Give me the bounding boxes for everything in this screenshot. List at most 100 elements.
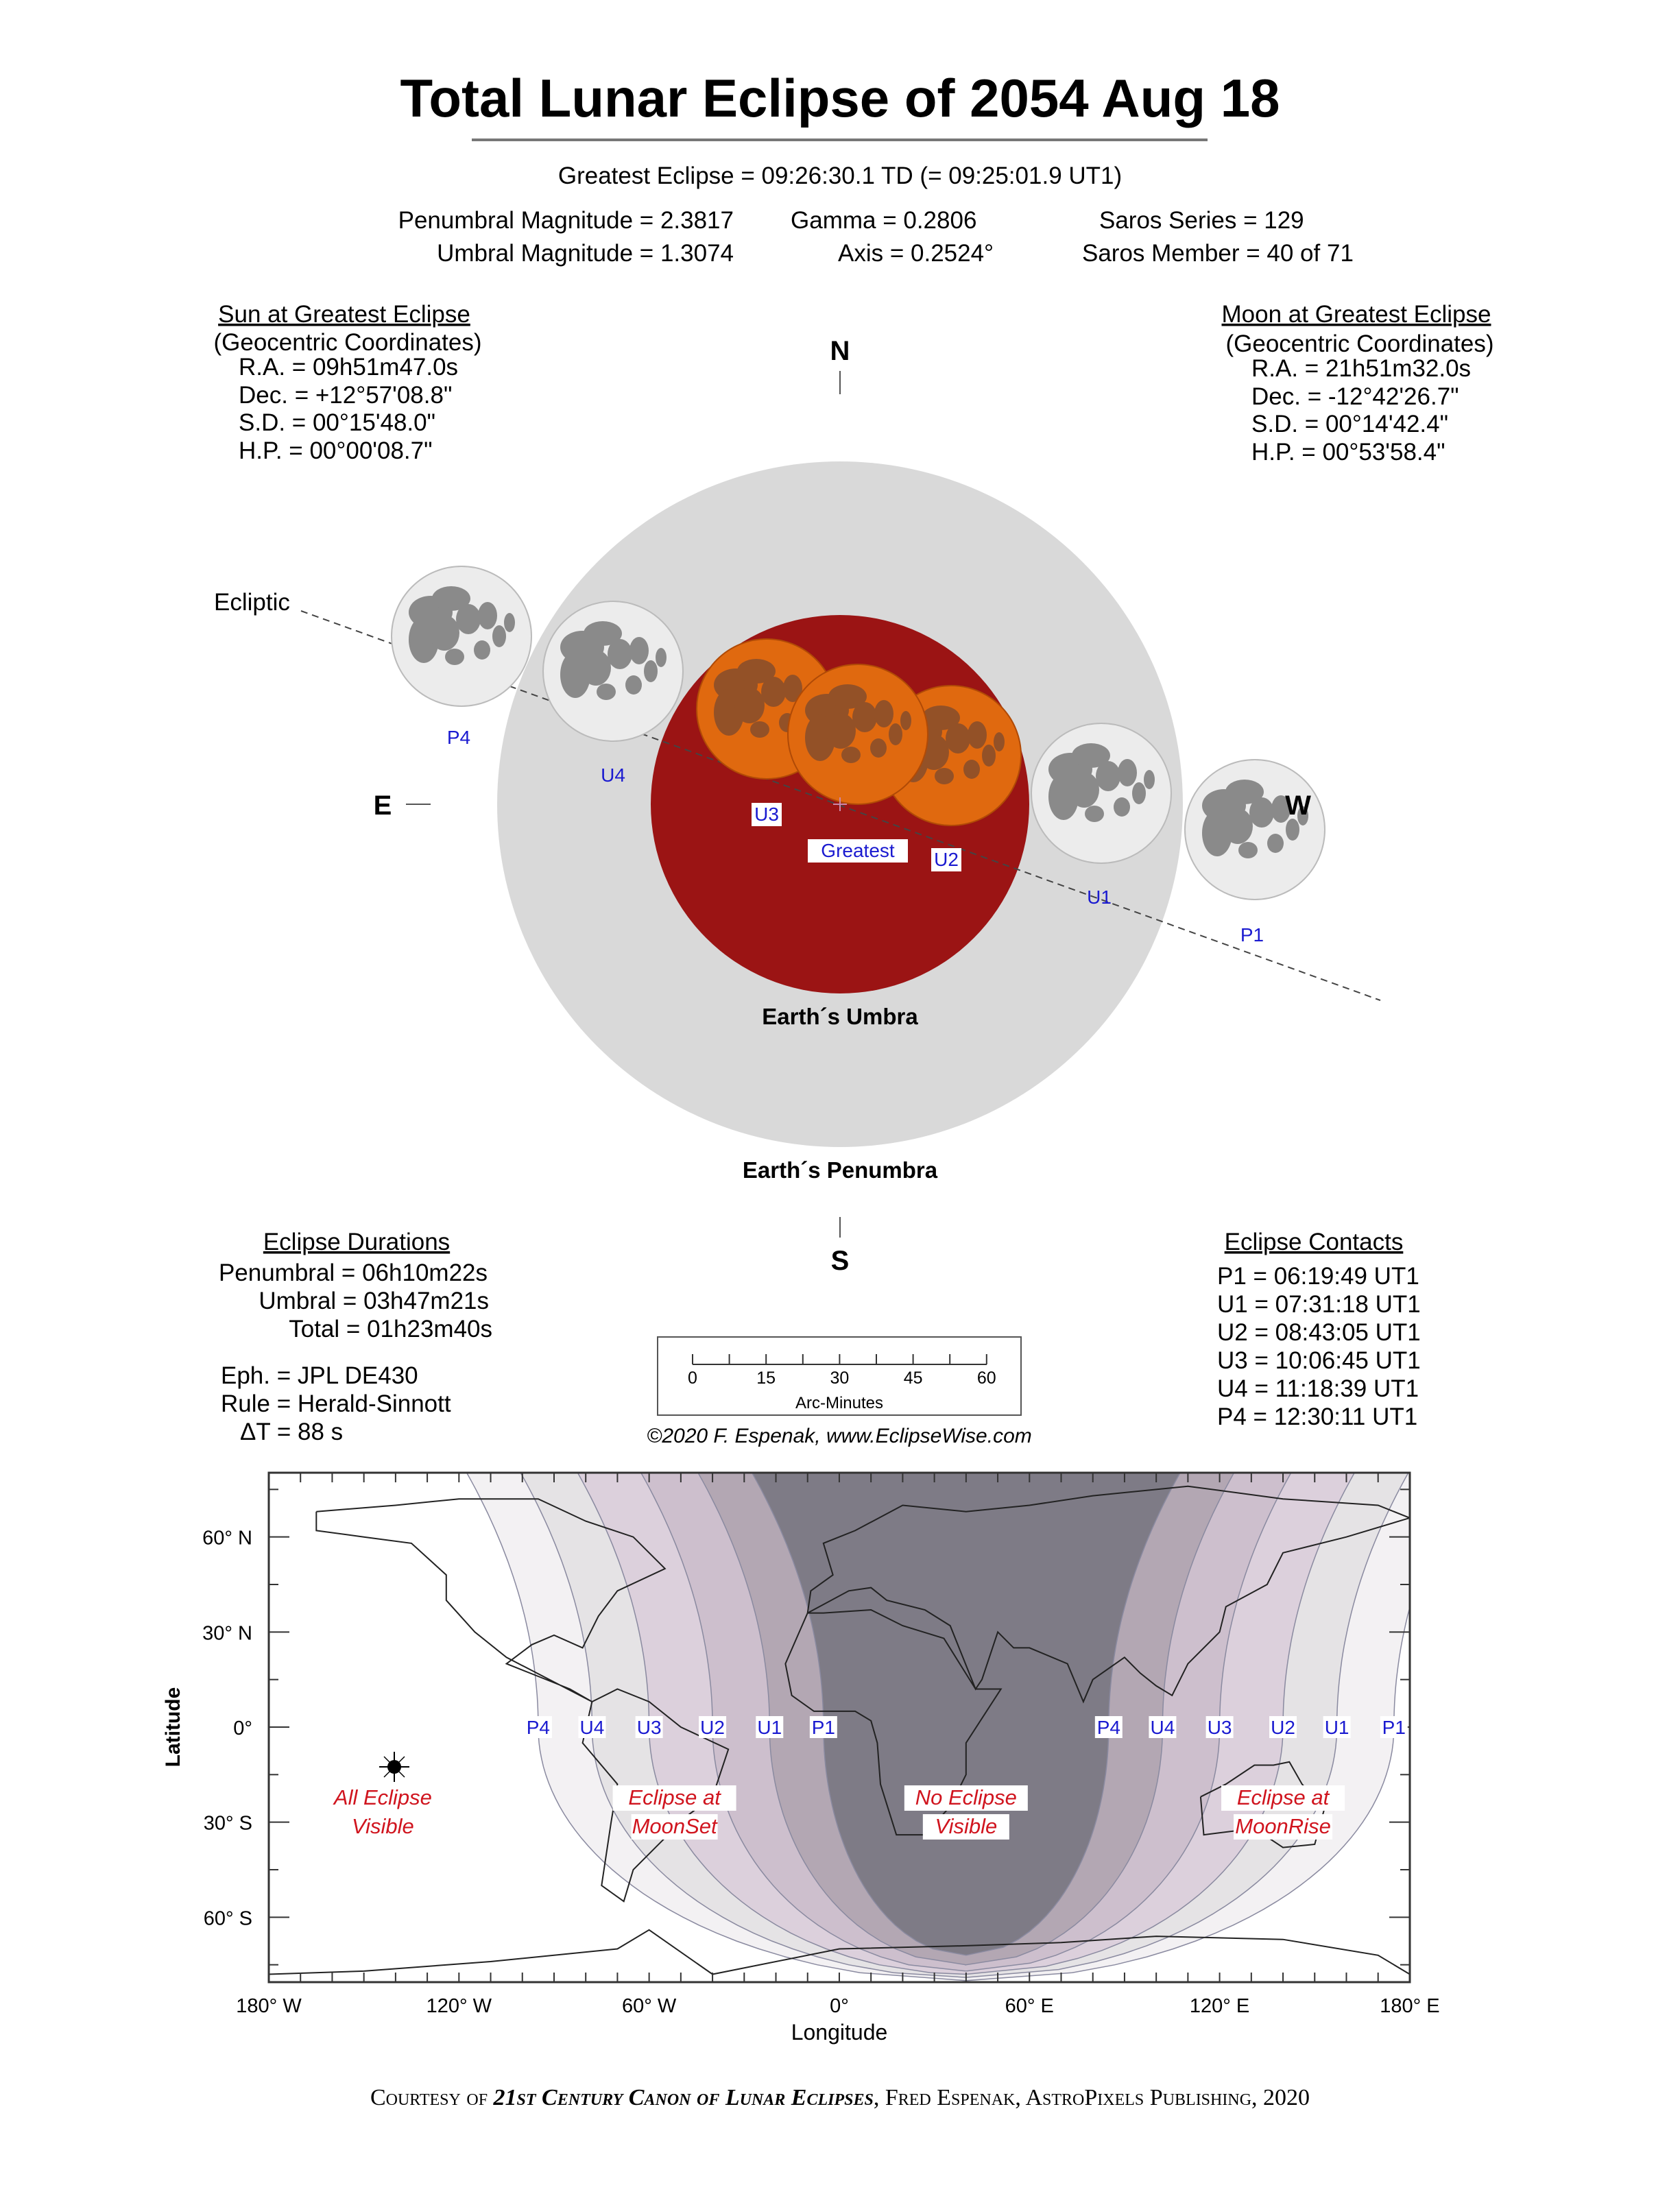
region-label-moonrise: Eclipse at xyxy=(1237,1785,1330,1809)
scale-box xyxy=(657,1336,1022,1416)
duration-umbral: Umbral = 03h47m21s xyxy=(259,1288,489,1314)
moon-coord-line: Dec. = -12°42'26.7" xyxy=(1251,383,1459,410)
duration-penumbral: Penumbral = 06h10m22s xyxy=(219,1259,488,1286)
scale-tick-label: 15 xyxy=(756,1369,776,1388)
label-box xyxy=(931,848,961,871)
label-box xyxy=(808,839,908,863)
east-contact-u1: U1 xyxy=(1325,1717,1349,1738)
north-label: N xyxy=(830,336,850,366)
scale-unit: Arc-Minutes xyxy=(795,1394,883,1412)
contact-box xyxy=(1149,1716,1177,1738)
contact-line: P1 = 06:19:49 UT1 xyxy=(1217,1263,1419,1290)
moon-coord-line: R.A. = 21h51m32.0s xyxy=(1251,355,1471,382)
credit-line: Courtesy of 21st Century Canon of Lunar … xyxy=(370,2085,1310,2110)
map-ylabel: Latitude xyxy=(162,1687,184,1768)
saros-series: Saros Series = 129 xyxy=(1099,207,1304,234)
contact-box xyxy=(1269,1716,1297,1738)
duration-total: Total = 01h23m40s xyxy=(289,1316,492,1342)
scale-tick-label: 45 xyxy=(904,1369,923,1388)
region-label-box xyxy=(631,1814,718,1840)
west-contact-u3: U3 xyxy=(637,1717,662,1738)
west-label: W xyxy=(1285,791,1311,821)
east-contact-p1: P1 xyxy=(1382,1717,1406,1738)
region-label-box xyxy=(1221,1785,1345,1811)
moon-label-greatest: Greatest xyxy=(821,840,895,861)
contact-line: U2 = 08:43:05 UT1 xyxy=(1217,1319,1421,1346)
moon-label-u3: U3 xyxy=(754,804,779,825)
lat-label: 60° N xyxy=(202,1528,252,1550)
lat-label: 30° S xyxy=(204,1813,252,1835)
scale-tick-label: 60 xyxy=(977,1369,996,1388)
credit-suffix: , Fred Espenak, AstroPixels Publishing, … xyxy=(874,2085,1310,2110)
contacts-heading: Eclipse Contacts xyxy=(1225,1229,1404,1255)
moon-label-u1: U1 xyxy=(1087,887,1112,908)
umbra-label: Earth´s Umbra xyxy=(762,1004,918,1029)
moon-greatest xyxy=(787,664,928,805)
contact-box xyxy=(1380,1716,1408,1738)
contact-line: P4 = 12:30:11 UT1 xyxy=(1217,1403,1417,1430)
west-contact-u4: U4 xyxy=(580,1717,605,1738)
umbral-magnitude: Umbral Magnitude = 1.3074 xyxy=(437,240,734,267)
contact-box xyxy=(635,1716,663,1738)
gamma: Gamma = 0.2806 xyxy=(791,207,976,234)
east-contact-u3: U3 xyxy=(1208,1717,1232,1738)
credit-prefix: Courtesy of xyxy=(370,2085,494,2110)
axis: Axis = 0.2524° xyxy=(838,240,994,267)
sun-coord-line: R.A. = 09h51m47.0s xyxy=(239,354,458,381)
east-contact-p4: P4 xyxy=(1097,1717,1120,1738)
west-contact-p4: P4 xyxy=(527,1717,550,1738)
lat-label: 0° xyxy=(233,1717,252,1739)
moon-label-u2: U2 xyxy=(934,849,959,870)
region-label-box xyxy=(922,1814,1009,1840)
region-label-moonrise: MoonRise xyxy=(1235,1814,1331,1838)
visibility-bands xyxy=(466,1473,1410,1981)
region-label-box xyxy=(904,1785,1028,1811)
contact-box xyxy=(756,1716,784,1738)
lon-label: 60° W xyxy=(622,1995,677,2017)
sun-heading: Sun at Greatest Eclipse xyxy=(218,301,470,328)
scale-tick-label: 0 xyxy=(688,1369,697,1388)
copyright: ©2020 F. Espenak, www.EclipseWise.com xyxy=(647,1425,1032,1447)
label-box xyxy=(752,803,782,826)
contact-box xyxy=(1094,1716,1123,1738)
contact-box xyxy=(809,1716,837,1738)
moon-coord-line: H.P. = 00°53'58.4" xyxy=(1251,439,1445,466)
south-label: S xyxy=(831,1246,850,1276)
lat-label: 30° N xyxy=(202,1622,252,1644)
delta-t: ΔT = 88 s xyxy=(240,1419,343,1445)
durations-heading: Eclipse Durations xyxy=(263,1229,450,1255)
lon-label: 180° W xyxy=(236,1995,302,2017)
moon-label-p4: P4 xyxy=(447,727,470,748)
arc-minute-scale: 0 15 30 45 60 xyxy=(688,1354,996,1388)
contact-line: U1 = 07:31:18 UT1 xyxy=(1217,1291,1421,1318)
region-label-moonset: Eclipse at xyxy=(628,1785,721,1809)
scale-tick-label: 30 xyxy=(830,1369,849,1388)
contact-box xyxy=(699,1716,727,1738)
region-label-box xyxy=(1234,1814,1333,1840)
page-title: Total Lunar Eclipse of 2054 Aug 18 xyxy=(400,68,1280,128)
region-label-none: Visible xyxy=(935,1814,997,1838)
lat-label: 60° S xyxy=(204,1907,252,1929)
penumbra-label: Earth´s Penumbra xyxy=(743,1157,938,1183)
moon-heading: Moon at Greatest Eclipse xyxy=(1222,301,1491,328)
region-label-none: No Eclipse xyxy=(915,1785,1017,1809)
coastline xyxy=(806,1485,1410,1704)
ephemeris: Eph. = JPL DE430 xyxy=(221,1362,418,1389)
east-contact-u4: U4 xyxy=(1151,1717,1175,1738)
moon-coord-line: S.D. = 00°14'42.4" xyxy=(1251,411,1448,437)
map-xlabel: Longitude xyxy=(791,2020,888,2045)
west-contact-u2: U2 xyxy=(700,1717,725,1738)
sun-coord-line: H.P. = 00°00'08.7" xyxy=(239,437,433,464)
contact-box xyxy=(1323,1716,1351,1738)
lon-label: 180° E xyxy=(1380,1995,1439,2017)
lon-label: 120° E xyxy=(1190,1995,1249,2017)
lon-label: 60° E xyxy=(1005,1995,1054,2017)
moon-label-u4: U4 xyxy=(601,764,625,786)
